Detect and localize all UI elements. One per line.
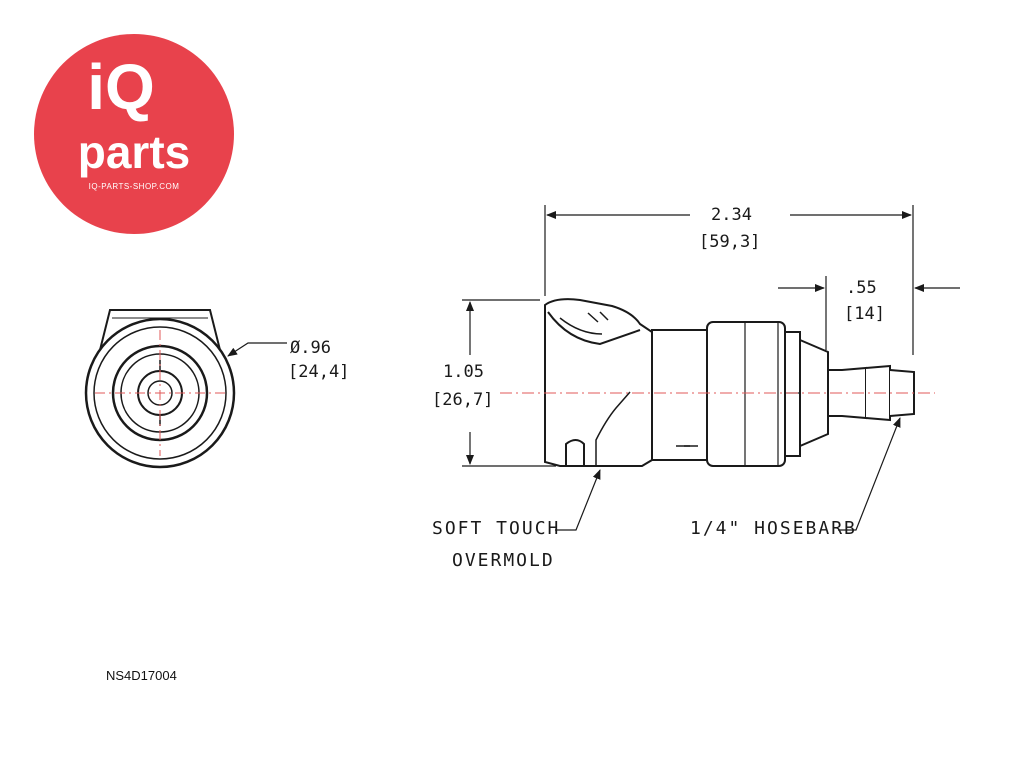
length-label: 2.34 xyxy=(711,205,752,225)
barb-length-dimension xyxy=(778,276,960,350)
logo-website: IQ-PARTS-SHOP.COM xyxy=(88,182,180,191)
height-label: 1.05 xyxy=(443,362,484,382)
diameter-label: Ø.96 xyxy=(290,338,331,358)
overmold-label-line1: SOFT TOUCH xyxy=(432,518,561,539)
front-view xyxy=(84,309,287,469)
brand-logo: iQ parts IQ-PARTS-SHOP.COM xyxy=(34,34,234,234)
hosebarb-label: 1/4" HOSEBARB xyxy=(690,518,857,539)
overmold-leader xyxy=(555,469,601,531)
height-mm-label: [26,7] xyxy=(432,390,494,410)
barb-length-mm-label: [14] xyxy=(844,304,885,324)
length-mm-label: [59,3] xyxy=(699,232,761,252)
logo-brand-bottom: parts xyxy=(77,126,191,178)
logo-brand-top: iQ xyxy=(87,51,155,123)
overmold-label-line2: OVERMOLD xyxy=(452,550,555,571)
side-view xyxy=(544,298,915,467)
height-dimension xyxy=(462,299,556,467)
length-dimension xyxy=(544,205,914,355)
hosebarb-leader xyxy=(838,417,901,531)
barb-length-label: .55 xyxy=(846,278,877,298)
diameter-mm-label: [24,4] xyxy=(288,362,350,382)
part-number: NS4D17004 xyxy=(106,668,177,683)
logo-circle xyxy=(34,34,234,234)
